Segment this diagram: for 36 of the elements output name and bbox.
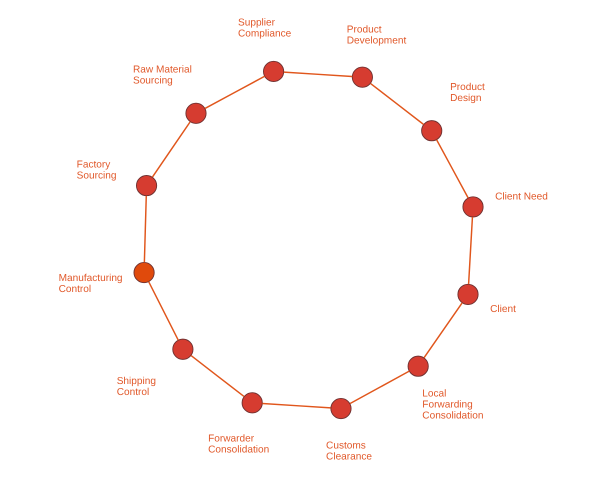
connector <box>436 139 469 198</box>
connector <box>152 121 191 178</box>
connector <box>370 82 424 125</box>
node-circle <box>134 262 155 284</box>
node-circle <box>352 66 373 88</box>
connector <box>468 216 474 284</box>
connector <box>148 281 179 340</box>
connector <box>204 76 266 110</box>
node-circle <box>462 196 484 218</box>
node-circle <box>172 338 194 360</box>
node-label: Client Need <box>495 191 548 202</box>
node-label: Forwarder Consolidation <box>208 434 270 456</box>
node-label: Manufacturing Control <box>58 272 123 295</box>
node-circle <box>330 398 352 420</box>
connector <box>423 302 463 358</box>
node-label: Local Forwarding Consolidation <box>422 388 484 422</box>
connector <box>190 355 244 398</box>
node-label: Supplier Compliance <box>238 17 292 40</box>
node-label: Product Design <box>450 82 485 104</box>
node-label: Customs Clearance <box>326 440 372 463</box>
node-circle <box>136 175 158 196</box>
node-circle <box>242 392 263 414</box>
node-label: Shipping Control <box>116 376 156 398</box>
node-label: Product Development <box>346 24 406 46</box>
connector <box>284 71 352 78</box>
node-label: Factory Sourcing <box>76 159 117 182</box>
node-circle <box>457 284 479 305</box>
connector <box>262 402 331 409</box>
node-label: Raw Material Sourcing <box>132 64 192 87</box>
node-circle <box>185 102 207 124</box>
node-circle <box>421 120 442 142</box>
connector <box>144 196 147 262</box>
node-label: Client <box>490 304 516 316</box>
connector <box>350 370 410 404</box>
node-circle <box>263 60 284 82</box>
node-circle <box>408 356 429 377</box>
